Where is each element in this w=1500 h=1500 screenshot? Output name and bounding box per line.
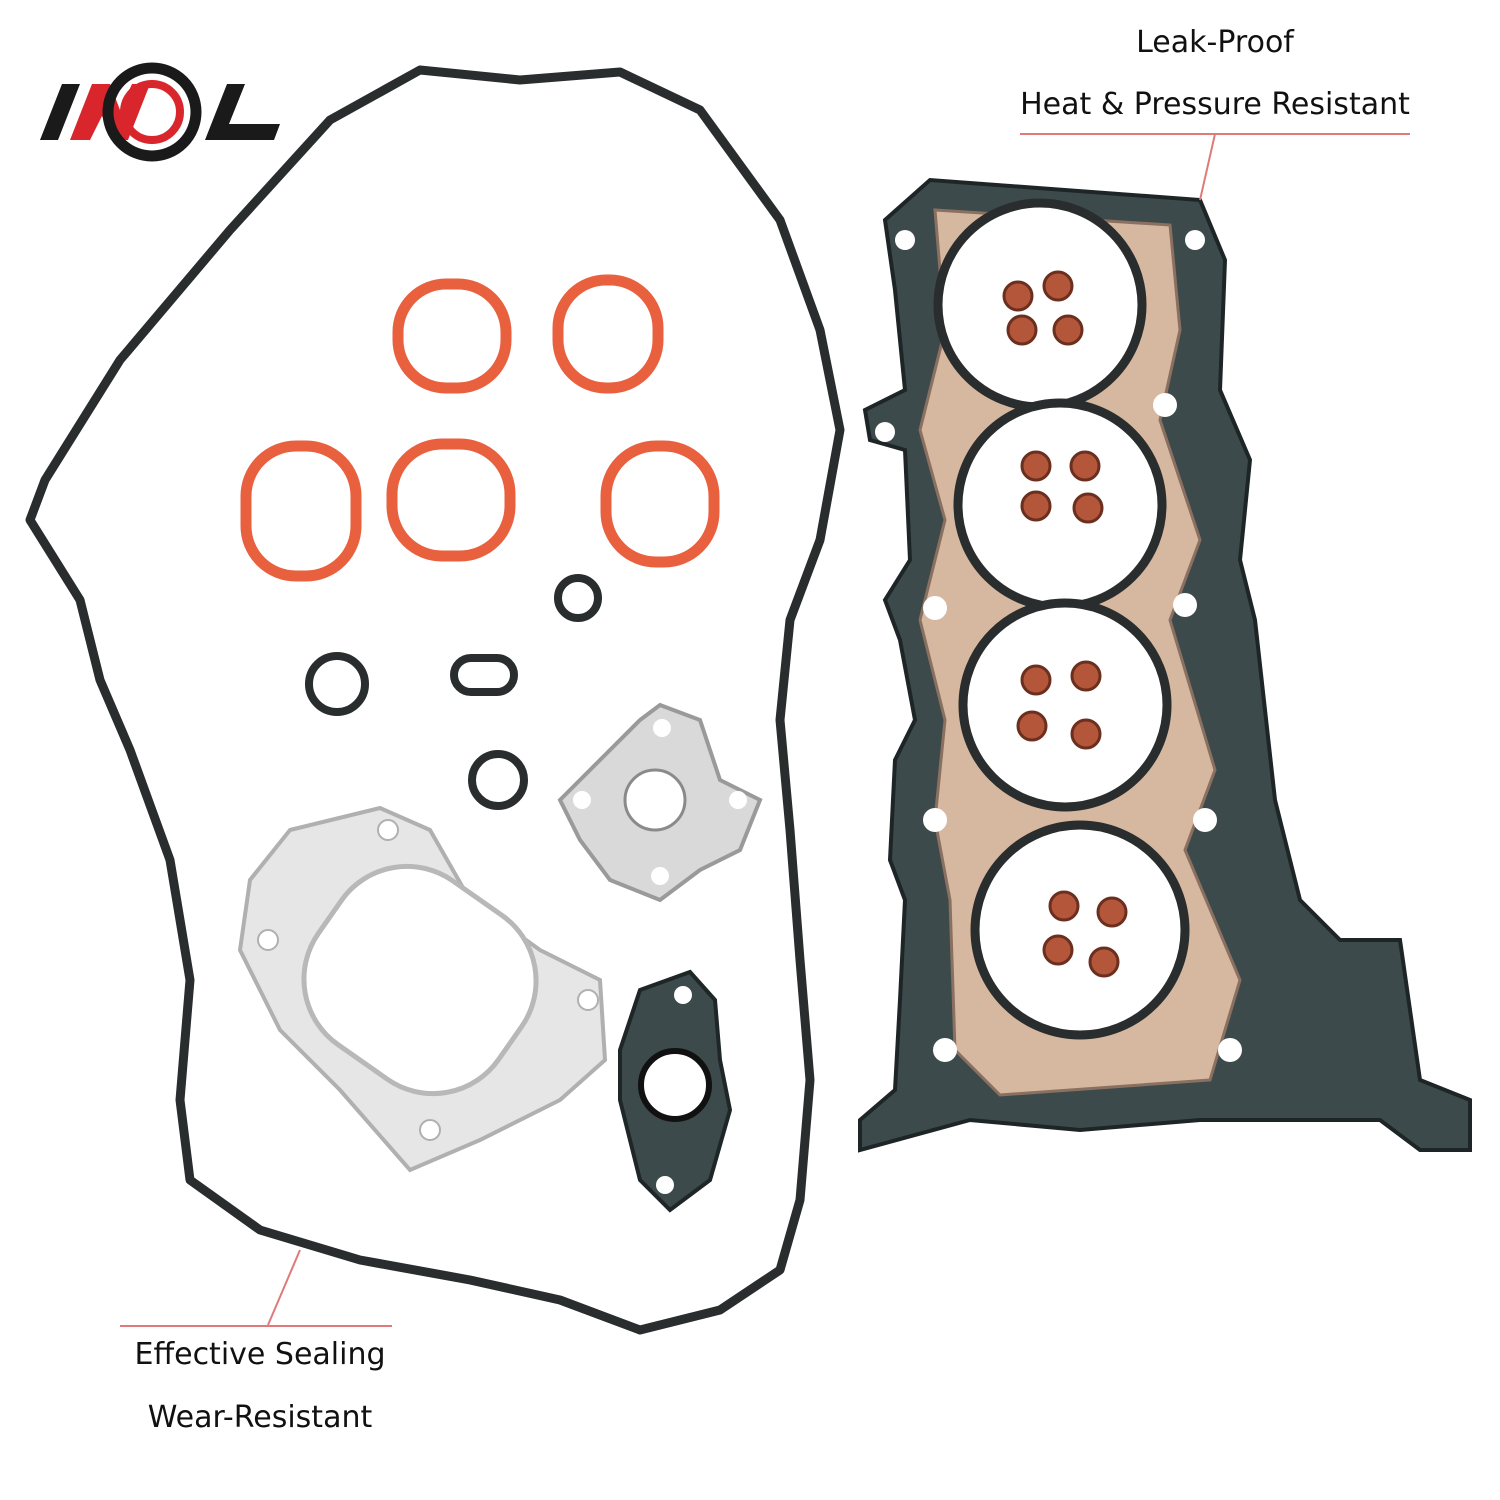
intake-gasket (386, 438, 516, 562)
cylinder-bore (953, 398, 1167, 612)
feature-leak-proof: Leak-Proof (1136, 25, 1294, 60)
o-ring (305, 652, 369, 716)
o-ring (554, 574, 602, 622)
cylinder-bore (933, 198, 1147, 412)
intake-gaskets (240, 274, 720, 582)
oval-seal (450, 654, 518, 696)
feature-wear-resistant: Wear-Resistant (147, 1400, 373, 1435)
brand-logo (40, 62, 280, 162)
callout-rule-bottom-left (120, 1325, 392, 1327)
callout-rule-top-right (1020, 133, 1410, 135)
intake-gasket (392, 278, 512, 394)
egr-gasket (618, 969, 733, 1213)
o-ring (468, 750, 528, 810)
cylinder-bore (958, 598, 1172, 812)
cylinder-head-gasket (858, 177, 1472, 1153)
exhaust-gasket (237, 805, 608, 1173)
feature-effective-sealing: Effective Sealing (134, 1337, 386, 1372)
feature-heat-pressure-resistant: Heat & Pressure Resistant (1020, 87, 1410, 122)
callout-leader-top-right (1199, 133, 1216, 201)
intake-gasket (240, 440, 362, 582)
metal-flange-gasket (557, 702, 763, 903)
valve-cover-gasket (25, 65, 845, 1335)
valve-stem-seals (1002, 270, 1128, 978)
small-seals (305, 574, 602, 810)
intake-gasket (600, 440, 720, 568)
intake-gasket (552, 274, 664, 394)
callout-leader-bottom-left (267, 1249, 301, 1326)
cylinder-bore (970, 820, 1190, 1040)
